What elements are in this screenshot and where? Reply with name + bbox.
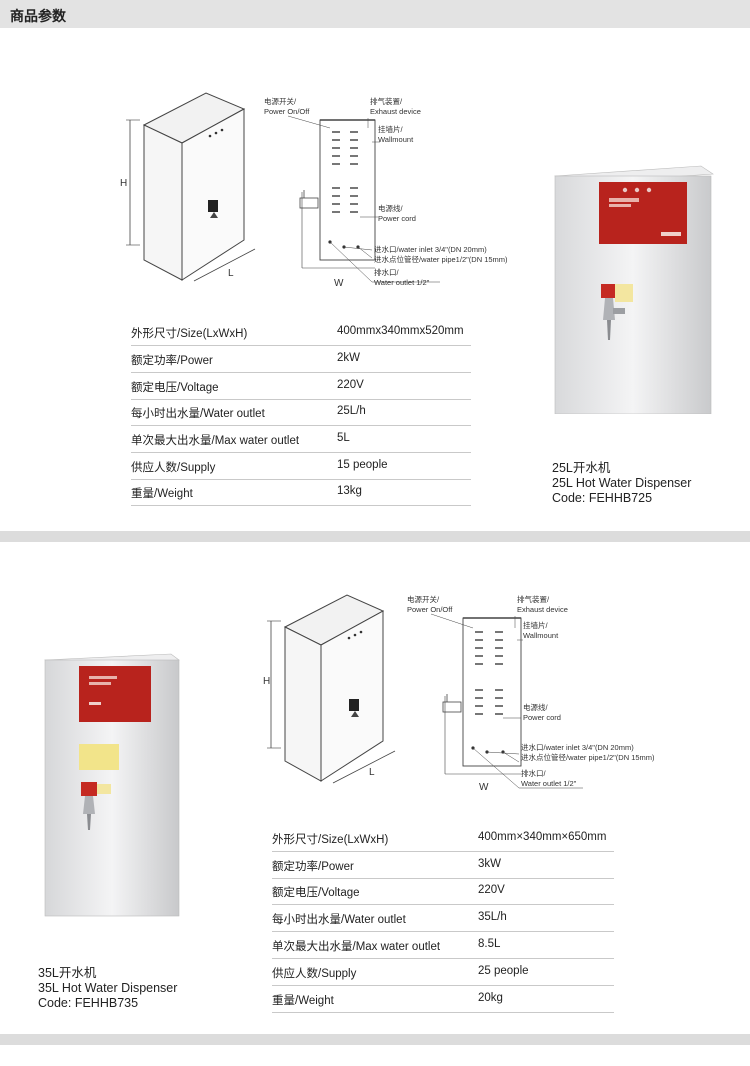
product-2-caption: 35L开水机 35L Hot Water Dispenser Code: FEH… [38, 966, 177, 1011]
spec-value: 400mm×340mm×650mm [478, 831, 607, 843]
product-2-exhaust-en: Exhaust device [517, 605, 568, 614]
product-1-caption: 25L开水机 25L Hot Water Dispenser Code: FEH… [552, 461, 691, 506]
spec-label: 重量/Weight [131, 488, 193, 500]
product-1-inlet: 进水口/water inlet 3/4"(DN 20mm) [374, 244, 487, 254]
product-2-wall-en: Wallmount [523, 631, 559, 640]
spec-row: 外形尺寸/Size(LxWxH) 400mmx340mmx520mm [131, 320, 471, 346]
spec-label: 额定功率/Power [131, 355, 213, 367]
product-1-exhaust-cn: 排气装置/ [370, 96, 403, 106]
spec-value: 5L [337, 432, 350, 444]
product-1-power-cn: 电源开关/ [264, 96, 297, 106]
product-2-outlet-cn: 排水口/ [521, 768, 546, 778]
product-1-spec-table: 外形尺寸/Size(LxWxH) 400mmx340mmx520mm 额定功率/… [131, 320, 471, 510]
product-2-name-en: 35L Hot Water Dispenser [38, 981, 178, 995]
spec-row: 外形尺寸/Size(LxWxH) 400mm×340mm×650mm [272, 826, 614, 852]
product-2-spec-table: 外形尺寸/Size(LxWxH) 400mm×340mm×650mm 额定功率/… [272, 826, 614, 1018]
product-1-wall-en: Wallmount [378, 135, 414, 144]
product-1-power-en: Power On/Off [264, 107, 310, 116]
product-2-photo [44, 653, 180, 917]
spec-label: 额定功率/Power [272, 861, 354, 873]
product-2-exhaust-cn: 排气装置/ [517, 594, 550, 604]
spec-value: 25 people [478, 965, 529, 977]
product-1-outlet-cn: 排水口/ [374, 267, 399, 277]
product-2-iso-drawing: H L [263, 594, 396, 784]
product-2-name-cn: 35L开水机 [38, 966, 97, 980]
product-2-pipe: 进水点位管径/water pipe1/2"(DN 15mm) [521, 752, 655, 762]
spec-value: 13kg [337, 485, 362, 497]
product-2-dim-w: W [479, 782, 489, 793]
spec-value: 220V [337, 379, 364, 391]
spec-label: 单次最大出水量/Max water outlet [131, 435, 300, 447]
product-1-dim-l: L [228, 268, 234, 279]
spec-value: 3kW [478, 858, 501, 870]
product-2-power-cn: 电源开关/ [407, 594, 440, 604]
spec-label: 每小时出水量/Water outlet [272, 914, 406, 926]
product-1-code: Code: FEHHB725 [552, 491, 653, 505]
product-2-side-drawing: W 电源开关/ Power On/Off 排气装置/ Exhaust devic… [407, 594, 655, 793]
section-divider [0, 531, 750, 542]
section-divider [0, 1034, 750, 1045]
spec-value: 35L/h [478, 911, 507, 923]
spec-value: 220V [478, 884, 505, 896]
spec-row: 每小时出水量/Water outlet 35L/h [272, 906, 614, 932]
product-2-cord-cn: 电源线/ [523, 702, 548, 712]
product-2-outlet-en: Water outlet 1/2" [521, 779, 577, 788]
product-1-dim-h: H [120, 178, 127, 189]
spec-row: 单次最大出水量/Max water outlet 5L [131, 427, 471, 453]
product-1-dim-w: W [334, 278, 344, 289]
section-title: 商品参数 [10, 8, 66, 24]
product-1-cord-cn: 电源线/ [378, 203, 403, 213]
spec-value: 20kg [478, 992, 503, 1004]
spec-label: 额定电压/Voltage [131, 382, 219, 394]
spec-label: 重量/Weight [272, 995, 334, 1007]
product-1-exhaust-en: Exhaust device [370, 107, 421, 116]
spec-value: 15 people [337, 459, 388, 471]
product-1-cord-en: Power cord [378, 214, 416, 223]
spec-label: 供应人数/Supply [131, 462, 216, 474]
product-1-iso-drawing: H L [120, 92, 256, 282]
spec-value: 25L/h [337, 405, 366, 417]
spec-label: 外形尺寸/Size(LxWxH) [131, 328, 248, 340]
section-header: 商品参数 [0, 0, 750, 28]
spec-value: 2kW [337, 352, 360, 364]
product-1-photo [554, 165, 714, 414]
product-1-wall-cn: 挂墙片/ [378, 124, 403, 134]
spec-value: 400mmx340mmx520mm [337, 325, 464, 337]
product-2-cord-en: Power cord [523, 713, 561, 722]
spec-row: 每小时出水量/Water outlet 25L/h [131, 400, 471, 426]
spec-row: 供应人数/Supply 25 people [272, 960, 614, 986]
product-2-power-en: Power On/Off [407, 605, 453, 614]
product-1-outlet-en: Water outlet 1/2" [374, 278, 430, 287]
spec-value: 8.5L [478, 938, 501, 950]
product-1-name-cn: 25L开水机 [552, 461, 611, 475]
spec-row: 额定功率/Power 3kW [272, 853, 614, 879]
spec-row: 重量/Weight 13kg [131, 480, 471, 506]
spec-row: 额定电压/Voltage 220V [272, 879, 614, 905]
spec-label: 单次最大出水量/Max water outlet [272, 941, 441, 953]
product-2-wall-cn: 挂墙片/ [523, 620, 548, 630]
spec-row: 单次最大出水量/Max water outlet 8.5L [272, 933, 614, 959]
product-1-name-en: 25L Hot Water Dispenser [552, 476, 692, 490]
spec-row: 重量/Weight 20kg [272, 987, 614, 1013]
product-1-side-drawing: W 电源开关/ Power On/Off 排气装置/ Exhaust devic… [264, 96, 508, 289]
product-1-pipe: 进水点位管径/water pipe1/2"(DN 15mm) [374, 254, 508, 264]
spec-row: 供应人数/Supply 15 people [131, 454, 471, 480]
spec-row: 额定功率/Power 2kW [131, 347, 471, 373]
product-2-inlet: 进水口/water inlet 3/4"(DN 20mm) [521, 742, 634, 752]
spec-label: 额定电压/Voltage [272, 887, 360, 899]
spec-label: 每小时出水量/Water outlet [131, 408, 265, 420]
product-2-dim-l: L [369, 767, 375, 778]
product-2-dim-h: H [263, 676, 270, 687]
spec-row: 额定电压/Voltage 220V [131, 374, 471, 400]
spec-label: 外形尺寸/Size(LxWxH) [272, 834, 389, 846]
product-2-code: Code: FEHHB735 [38, 996, 139, 1010]
spec-label: 供应人数/Supply [272, 968, 357, 980]
